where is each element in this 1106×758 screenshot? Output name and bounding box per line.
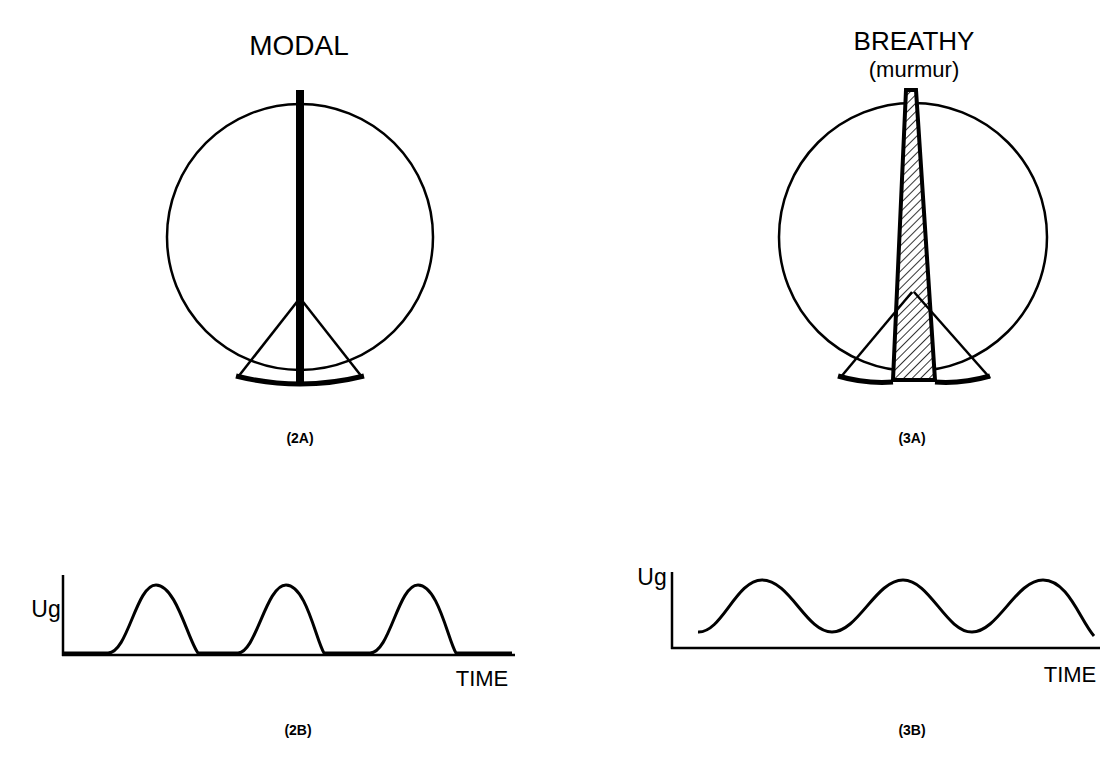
axis-label: Ug <box>31 598 60 621</box>
axis-label: Ug <box>637 566 666 589</box>
panel-title: MODAL <box>249 32 349 60</box>
axis-label: TIME <box>456 668 509 690</box>
figure-number: (2B) <box>284 723 311 737</box>
panel-title: BREATHY <box>854 28 975 54</box>
glottis-breathy <box>779 90 1047 382</box>
axis-label: TIME <box>1044 664 1097 686</box>
waveform-breathy <box>671 572 1100 649</box>
waveform-modal <box>62 575 515 656</box>
figure-number: (3B) <box>898 723 925 737</box>
panel-subtitle: (murmur) <box>869 59 959 81</box>
figure-number: (3A) <box>898 431 925 445</box>
figure-number: (2A) <box>286 431 313 445</box>
glottis-modal <box>167 90 433 384</box>
